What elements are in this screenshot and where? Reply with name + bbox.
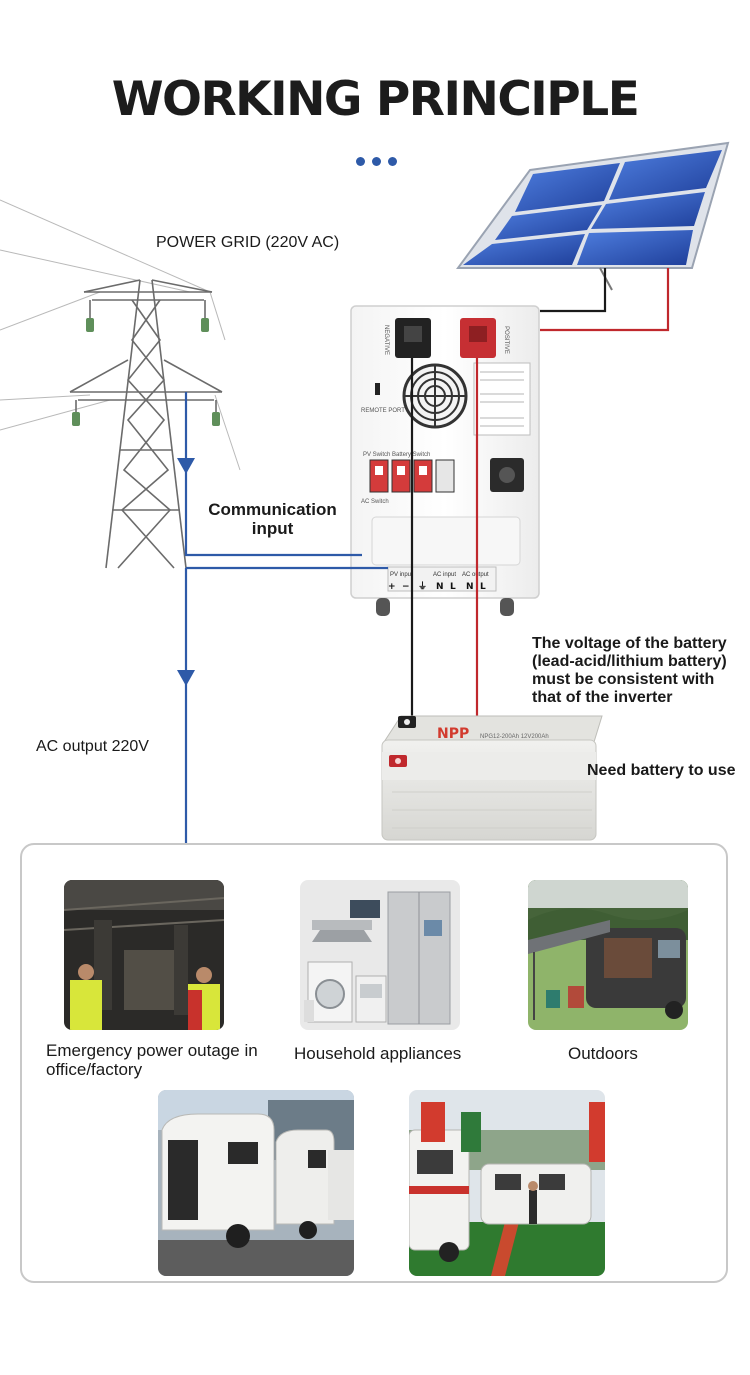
rv-exhibition-photo [409,1090,605,1276]
battery-brand: NPP [437,726,469,742]
camper-trailers-photo [158,1090,354,1276]
flow-arrow-icons [177,458,195,686]
remote-port-label: REMOTE PORT [361,408,405,414]
terminal-mark: + [388,582,396,592]
application-label-outdoors: Outdoors [568,1044,638,1063]
positive-terminal-label: POSITIVE [503,326,509,354]
terminal-pv-input: PV input [390,572,413,578]
battery-icon: NPP NPG12-200Ah 12V200Ah [381,715,603,841]
cooling-fan-icon [402,363,468,429]
solar-panel-icon [456,141,730,291]
transmission-tower-icon [69,279,223,569]
battery-voltage-note: The voltage of the battery (lead-acid/li… [532,635,727,706]
terminal-ac-input: AC input [433,572,456,578]
ac-switch-label: AC Switch [361,499,389,505]
application-label-emergency: Emergency power outage in office/factory [46,1041,258,1079]
terminal-mark: N [466,582,474,592]
ac-output-label: AC output 220V [36,738,149,755]
power-lines [0,199,241,471]
communication-input-label: Communication input [208,500,337,538]
rv-camping-photo [528,880,688,1030]
applications-panel [20,843,728,1283]
solar-positive-wire [540,268,670,332]
appliances-photo [300,880,460,1030]
battery-model: NPG12-200Ah 12V200Ah [480,734,549,740]
solar-negative-wire [540,268,607,313]
terminal-mark: ⏚ [418,581,427,592]
page-title: WORKING PRINCIPLE [111,72,640,127]
grid-wires [184,392,388,843]
application-label-household: Household appliances [294,1044,462,1063]
terminal-mark: N [436,582,444,592]
inverter-wheel-icons [376,598,514,616]
power-grid-label: POWER GRID (220V AC) [156,234,340,251]
negative-terminal-label: NEGATIVE [383,325,389,355]
inverter-unit: NEGATIVE POSITIVE REMOTE PORT PV Switch … [350,305,540,616]
terminal-ac-output: AC output [462,572,489,578]
switch-label: PV Switch Battery Switch [363,452,430,458]
insulator-icons [72,318,220,426]
factory-photo [64,880,224,1030]
terminal-mark: L [450,582,456,592]
terminal-mark: − [402,582,410,592]
need-battery-label: Need battery to use [587,762,736,779]
terminal-mark: L [480,582,486,592]
decorative-dots [356,153,404,171]
